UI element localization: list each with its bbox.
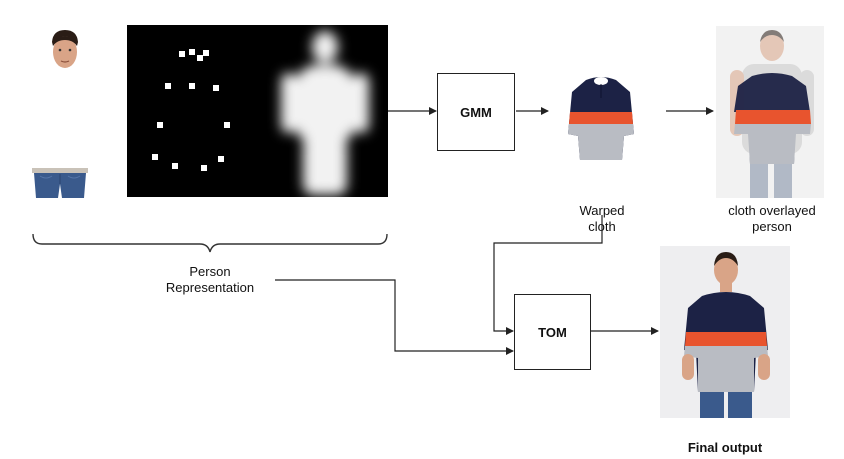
warped-shirt	[568, 77, 634, 160]
final-output-label: Final output	[687, 440, 763, 455]
gmm-node: GMM	[437, 73, 515, 151]
body-shape-mask	[281, 31, 369, 195]
gmm-label: GMM	[460, 104, 492, 120]
final-person-photo	[660, 246, 790, 418]
tom-node: TOM	[514, 294, 591, 370]
person-representation-label: Person Representation	[165, 264, 255, 295]
pose-shape-panel	[127, 25, 388, 197]
overlay-shirt	[734, 73, 811, 164]
brace	[32, 233, 388, 253]
edge-rep-to-tom	[275, 279, 514, 355]
overlay-label: cloth overlayed person	[728, 203, 816, 234]
head-photo	[52, 30, 78, 68]
tom-label: TOM	[538, 324, 567, 340]
legs-photo	[32, 168, 88, 198]
overlay-person-photo	[716, 26, 824, 198]
edge-shirt-to-tom	[493, 215, 603, 335]
pose-keypoints-map	[152, 49, 230, 171]
